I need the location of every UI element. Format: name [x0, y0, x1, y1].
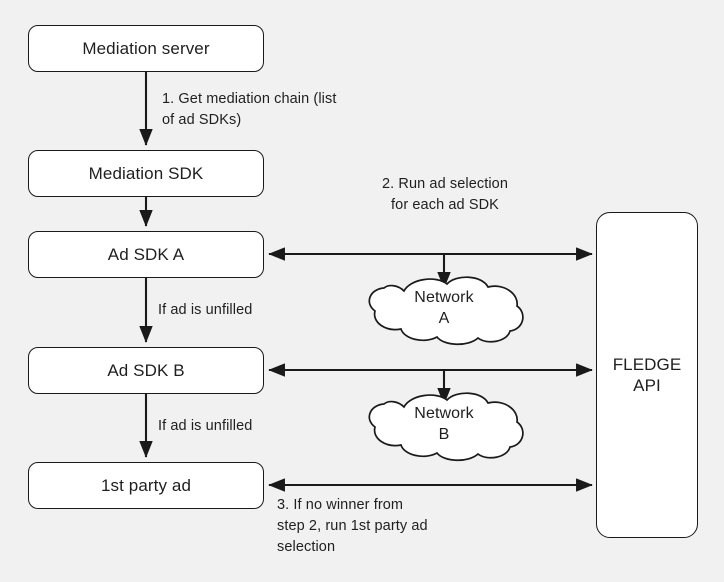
cloud-network-a: [368, 276, 524, 346]
node-fledge-api[interactable]: FLEDGE API: [596, 212, 698, 538]
node-mediation-sdk-label: Mediation SDK: [88, 163, 204, 183]
edge-label-step-3: 3. If no winner from step 2, run 1st par…: [277, 497, 428, 556]
node-ad-sdk-b-label: Ad SDK B: [107, 360, 185, 380]
node-fledge-api-label: FLEDGE API: [612, 354, 682, 395]
node-first-party-ad-label: 1st party ad: [100, 475, 192, 495]
node-ad-sdk-a-label: Ad SDK A: [107, 244, 185, 264]
edge-label-if-ad-unfilled-b: If ad is unfilled: [158, 418, 253, 434]
node-mediation-server-label: Mediation server: [82, 38, 210, 58]
node-ad-sdk-a[interactable]: Ad SDK A: [28, 231, 264, 278]
edge-label-if-ad-unfilled-a: If ad is unfilled: [158, 302, 253, 318]
node-first-party-ad[interactable]: 1st party ad: [28, 462, 264, 509]
node-mediation-sdk[interactable]: Mediation SDK: [28, 150, 264, 197]
node-ad-sdk-b[interactable]: Ad SDK B: [28, 347, 264, 394]
cloud-network-b-label: Network B: [414, 405, 474, 443]
edge-label-step-1: 1. Get mediation chain (list of ad SDKs): [162, 91, 337, 129]
cloud-network-b: [368, 392, 524, 462]
cloud-network-a-label: Network A: [414, 289, 474, 327]
edge-label-step-2: 2. Run ad selection for each ad SDK: [381, 176, 509, 214]
node-mediation-server[interactable]: Mediation server: [28, 25, 264, 72]
